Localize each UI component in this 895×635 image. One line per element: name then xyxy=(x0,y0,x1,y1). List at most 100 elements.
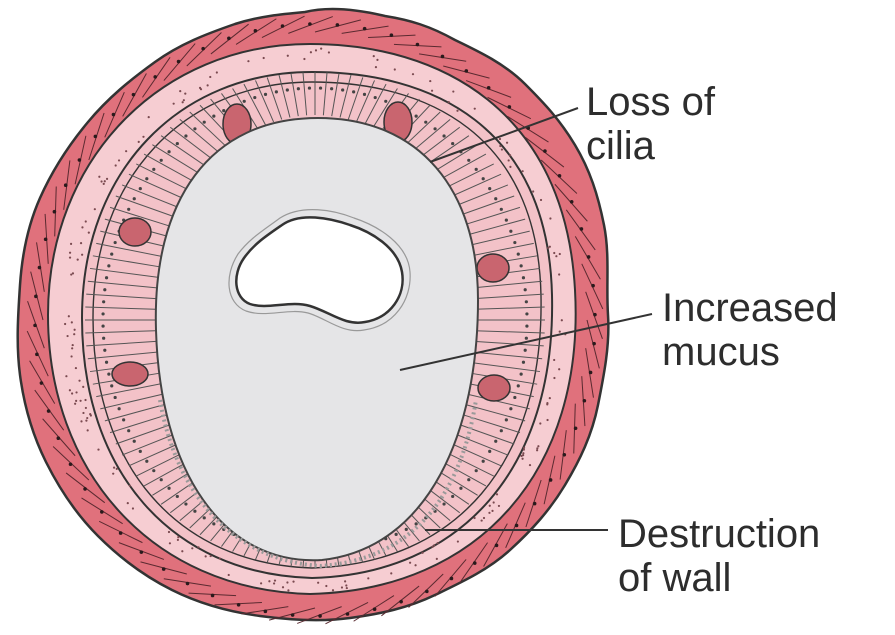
cell-nucleus xyxy=(494,440,497,443)
connective-dot xyxy=(148,116,150,118)
cell-nucleus xyxy=(212,115,215,118)
cell-nucleus xyxy=(114,396,117,399)
connective-dot xyxy=(540,199,542,201)
connective-dot xyxy=(522,170,524,172)
cell-nucleus xyxy=(152,168,155,171)
connective-dot xyxy=(138,141,140,143)
connective-dot xyxy=(263,57,265,59)
cell-nucleus xyxy=(103,349,106,352)
muscle-nucleus xyxy=(593,313,597,317)
cell-nucleus xyxy=(275,90,278,93)
connective-dot xyxy=(431,90,433,92)
connective-dot xyxy=(112,473,114,475)
cell-nucleus xyxy=(102,300,105,303)
muscle-nucleus xyxy=(38,266,42,270)
connective-dot xyxy=(71,392,73,394)
connective-dot xyxy=(367,577,369,579)
connective-dot xyxy=(65,375,67,377)
cell-nucleus xyxy=(101,312,104,315)
connective-dot xyxy=(509,154,511,156)
cell-nucleus xyxy=(459,487,462,490)
connective-dot xyxy=(181,550,183,552)
connective-dot xyxy=(499,145,501,147)
connective-dot xyxy=(437,542,439,544)
connective-dot xyxy=(436,558,438,560)
cell-nucleus xyxy=(243,100,246,103)
connective-dot xyxy=(488,512,490,514)
cell-nucleus xyxy=(253,96,256,99)
muscle-nucleus xyxy=(162,567,166,571)
connective-dot xyxy=(412,73,414,75)
connective-dot xyxy=(491,510,493,512)
connective-dot xyxy=(69,256,71,258)
connective-dot xyxy=(78,380,80,382)
muscle-nucleus xyxy=(589,371,593,375)
connective-dot xyxy=(315,49,317,51)
cell-nucleus xyxy=(110,253,113,256)
goblet-cell xyxy=(477,254,509,282)
cell-nucleus xyxy=(513,396,516,399)
cell-nucleus xyxy=(308,86,311,89)
cell-nucleus xyxy=(451,495,454,498)
cell-nucleus xyxy=(475,469,478,472)
connective-dot xyxy=(199,87,201,89)
connective-dot xyxy=(118,159,120,161)
muscle-nucleus xyxy=(53,210,57,214)
connective-dot xyxy=(498,505,500,507)
muscle-nucleus xyxy=(83,487,87,491)
connective-dot xyxy=(80,242,82,244)
connective-dot xyxy=(70,355,72,357)
connective-dot xyxy=(546,402,548,404)
connective-dot xyxy=(71,347,73,349)
cell-nucleus xyxy=(222,109,225,112)
connective-dot xyxy=(274,579,276,581)
muscle-nucleus xyxy=(583,399,587,403)
cell-nucleus xyxy=(525,337,528,340)
cell-nucleus xyxy=(405,528,408,531)
goblet-cell xyxy=(119,218,151,246)
connective-dot xyxy=(553,377,555,379)
connective-dot xyxy=(421,552,423,554)
cell-nucleus xyxy=(319,86,322,89)
muscle-nucleus xyxy=(119,531,123,535)
connective-dot xyxy=(260,582,262,584)
cell-nucleus xyxy=(103,288,106,291)
muscle-nucleus xyxy=(533,502,537,506)
connective-dot xyxy=(116,468,118,470)
connective-dot xyxy=(87,429,89,431)
cell-nucleus xyxy=(101,324,104,327)
connective-dot xyxy=(549,217,551,219)
muscle-nucleus xyxy=(592,342,596,346)
connective-dot xyxy=(558,368,560,370)
connective-dot xyxy=(104,180,106,182)
connective-dot xyxy=(310,51,312,53)
cell-nucleus xyxy=(525,300,528,303)
cell-nucleus xyxy=(286,88,289,91)
connective-dot xyxy=(558,273,560,275)
cell-nucleus xyxy=(330,87,333,90)
connective-dot xyxy=(85,407,87,409)
cell-nucleus xyxy=(524,288,527,291)
muscle-nucleus xyxy=(587,255,591,259)
cell-nucleus xyxy=(105,276,108,279)
label-destruction-of-wall: Destruction of wall xyxy=(618,512,820,600)
connective-dot xyxy=(127,502,129,504)
connective-dot xyxy=(210,555,212,557)
muscle-nucleus xyxy=(40,381,44,385)
connective-dot xyxy=(75,391,77,393)
cell-nucleus xyxy=(127,208,130,211)
muscle-nucleus xyxy=(570,200,574,204)
connective-dot xyxy=(539,422,541,424)
muscle-nucleus xyxy=(363,27,367,31)
connective-dot xyxy=(553,359,555,361)
connective-dot xyxy=(344,580,346,582)
cell-nucleus xyxy=(107,264,110,267)
connective-dot xyxy=(549,397,551,399)
cell-nucleus xyxy=(525,324,528,327)
connective-dot xyxy=(474,108,476,110)
connective-dot xyxy=(448,101,450,103)
connective-dot xyxy=(390,572,392,574)
connective-dot xyxy=(177,539,179,541)
cell-nucleus xyxy=(500,208,503,211)
cell-nucleus xyxy=(424,121,427,124)
